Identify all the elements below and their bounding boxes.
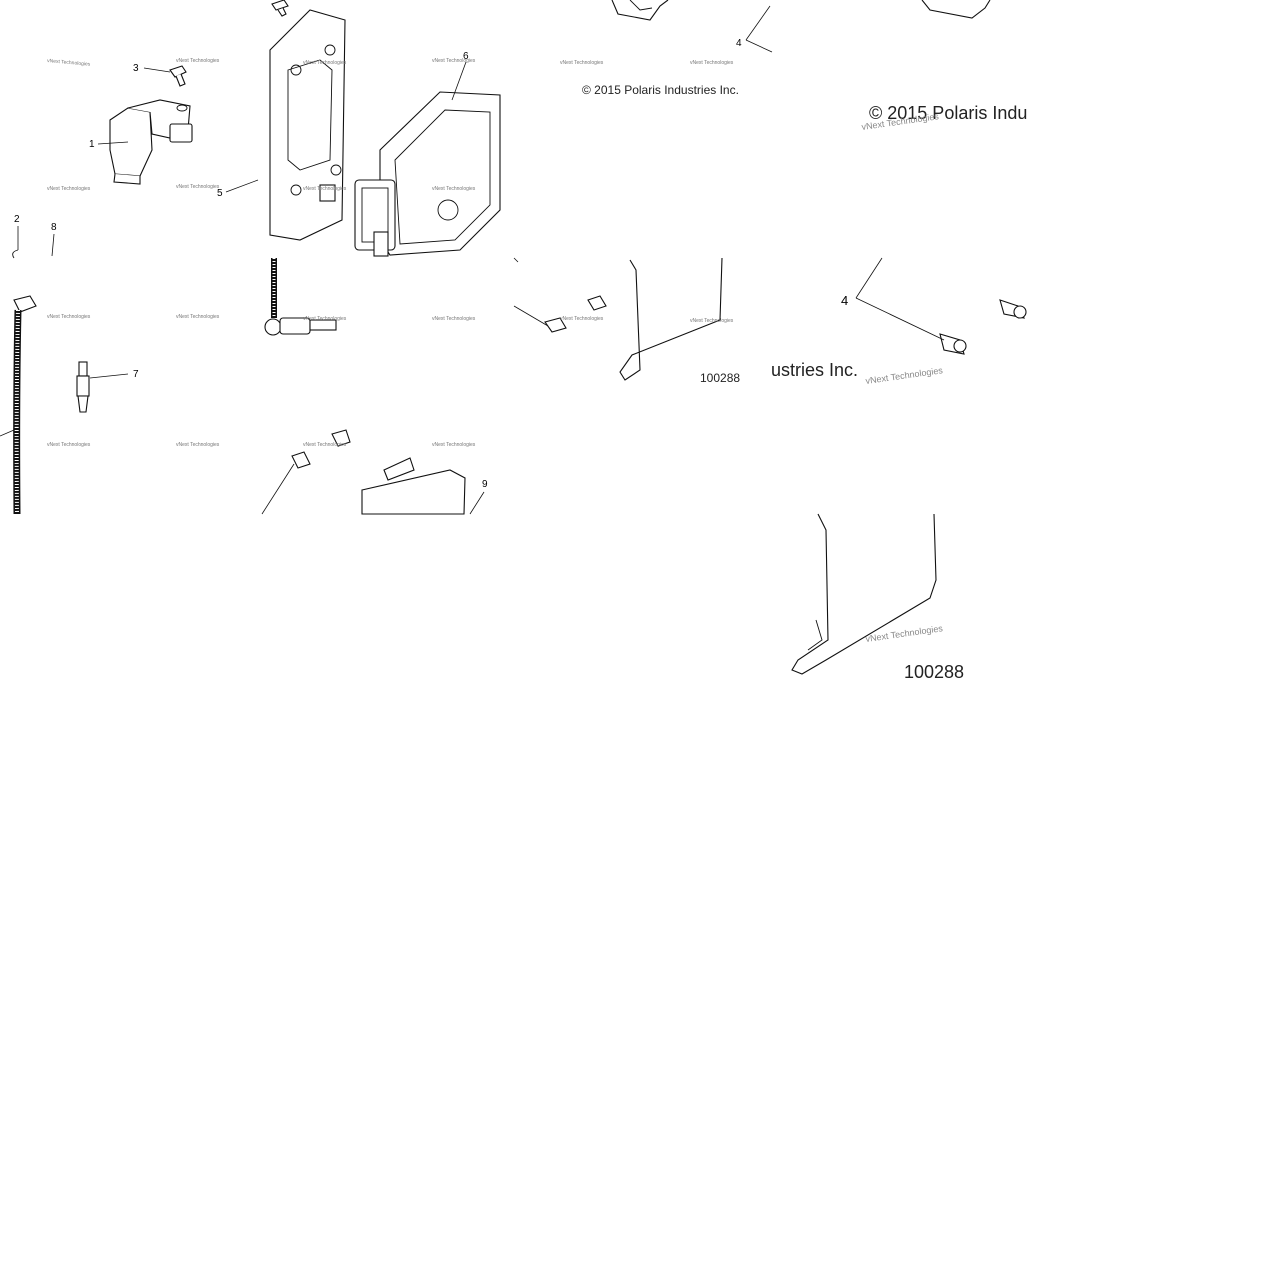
watermark: vNext Technologies: [432, 316, 476, 322]
callout-6: 6: [463, 51, 469, 62]
watermark: vNext Technologies: [176, 58, 220, 64]
ignition-coil: [109, 99, 193, 185]
callout-5: 5: [217, 188, 223, 199]
copyright-large-tail: ustries Inc.: [771, 360, 858, 380]
drawing-code-small: 100288: [700, 371, 740, 385]
spark-plug-wire: [12, 249, 37, 515]
callout-2: 2: [14, 214, 20, 225]
watermark: vNext Technologies: [47, 442, 91, 448]
sensor-assembly: [264, 258, 337, 336]
copyright-small: © 2015 Polaris Industries Inc.: [582, 83, 739, 97]
ecu-cover: [361, 457, 466, 515]
watermark: vNext Technologies: [560, 60, 604, 66]
screw-pair-mid: [544, 295, 607, 333]
drawing-code-large: 100288: [904, 662, 964, 682]
callout-4: 4: [736, 38, 742, 49]
screw-pair-lower: [291, 429, 351, 469]
spark-plug: [76, 361, 90, 413]
bolt-far-right: [999, 299, 1027, 319]
watermark: vNext Technologies: [47, 186, 91, 192]
watermark: vNext Technologies: [690, 60, 734, 66]
watermark: vNext Technologies: [176, 442, 220, 448]
large-heat-shield: [791, 513, 937, 675]
watermark: vNext Technologies: [47, 314, 91, 320]
heat-shield: [619, 257, 723, 381]
callout-8: 8: [51, 222, 57, 233]
callout-1: 1: [89, 139, 95, 150]
watermark: vNext Technologies: [560, 316, 604, 322]
watermark: vNext Technologies: [303, 60, 347, 66]
bolt-right: [939, 333, 967, 355]
screw-3: [169, 65, 187, 87]
top-right-bracket: [921, 0, 991, 19]
callout-3: 3: [133, 63, 139, 74]
watermark: vNext Technologies: [303, 186, 347, 192]
watermark: vNext Technologies: [690, 318, 734, 324]
callout-9: 9: [482, 479, 488, 490]
watermark: vNext Technologies: [432, 186, 476, 192]
watermark: vNext Technologies: [176, 314, 220, 320]
watermark: vNext Technologies: [47, 58, 91, 68]
callout-4-right: 4: [841, 293, 848, 308]
ecu-module: [354, 91, 501, 257]
watermark: vNext Technologies: [432, 58, 476, 64]
screw-top: [271, 0, 289, 17]
watermark: vNext Technologies: [303, 442, 347, 448]
watermark: vNext Technologies: [303, 316, 347, 322]
mounting-bracket: [269, 9, 346, 241]
top-bracket: [611, 0, 669, 21]
callout-7: 7: [133, 369, 139, 380]
copyright-large: © 2015 Polaris Indu: [869, 103, 1027, 123]
watermark-large: vNext Technologies: [865, 365, 944, 386]
watermark: vNext Technologies: [432, 442, 476, 448]
watermark: vNext Technologies: [176, 184, 220, 190]
